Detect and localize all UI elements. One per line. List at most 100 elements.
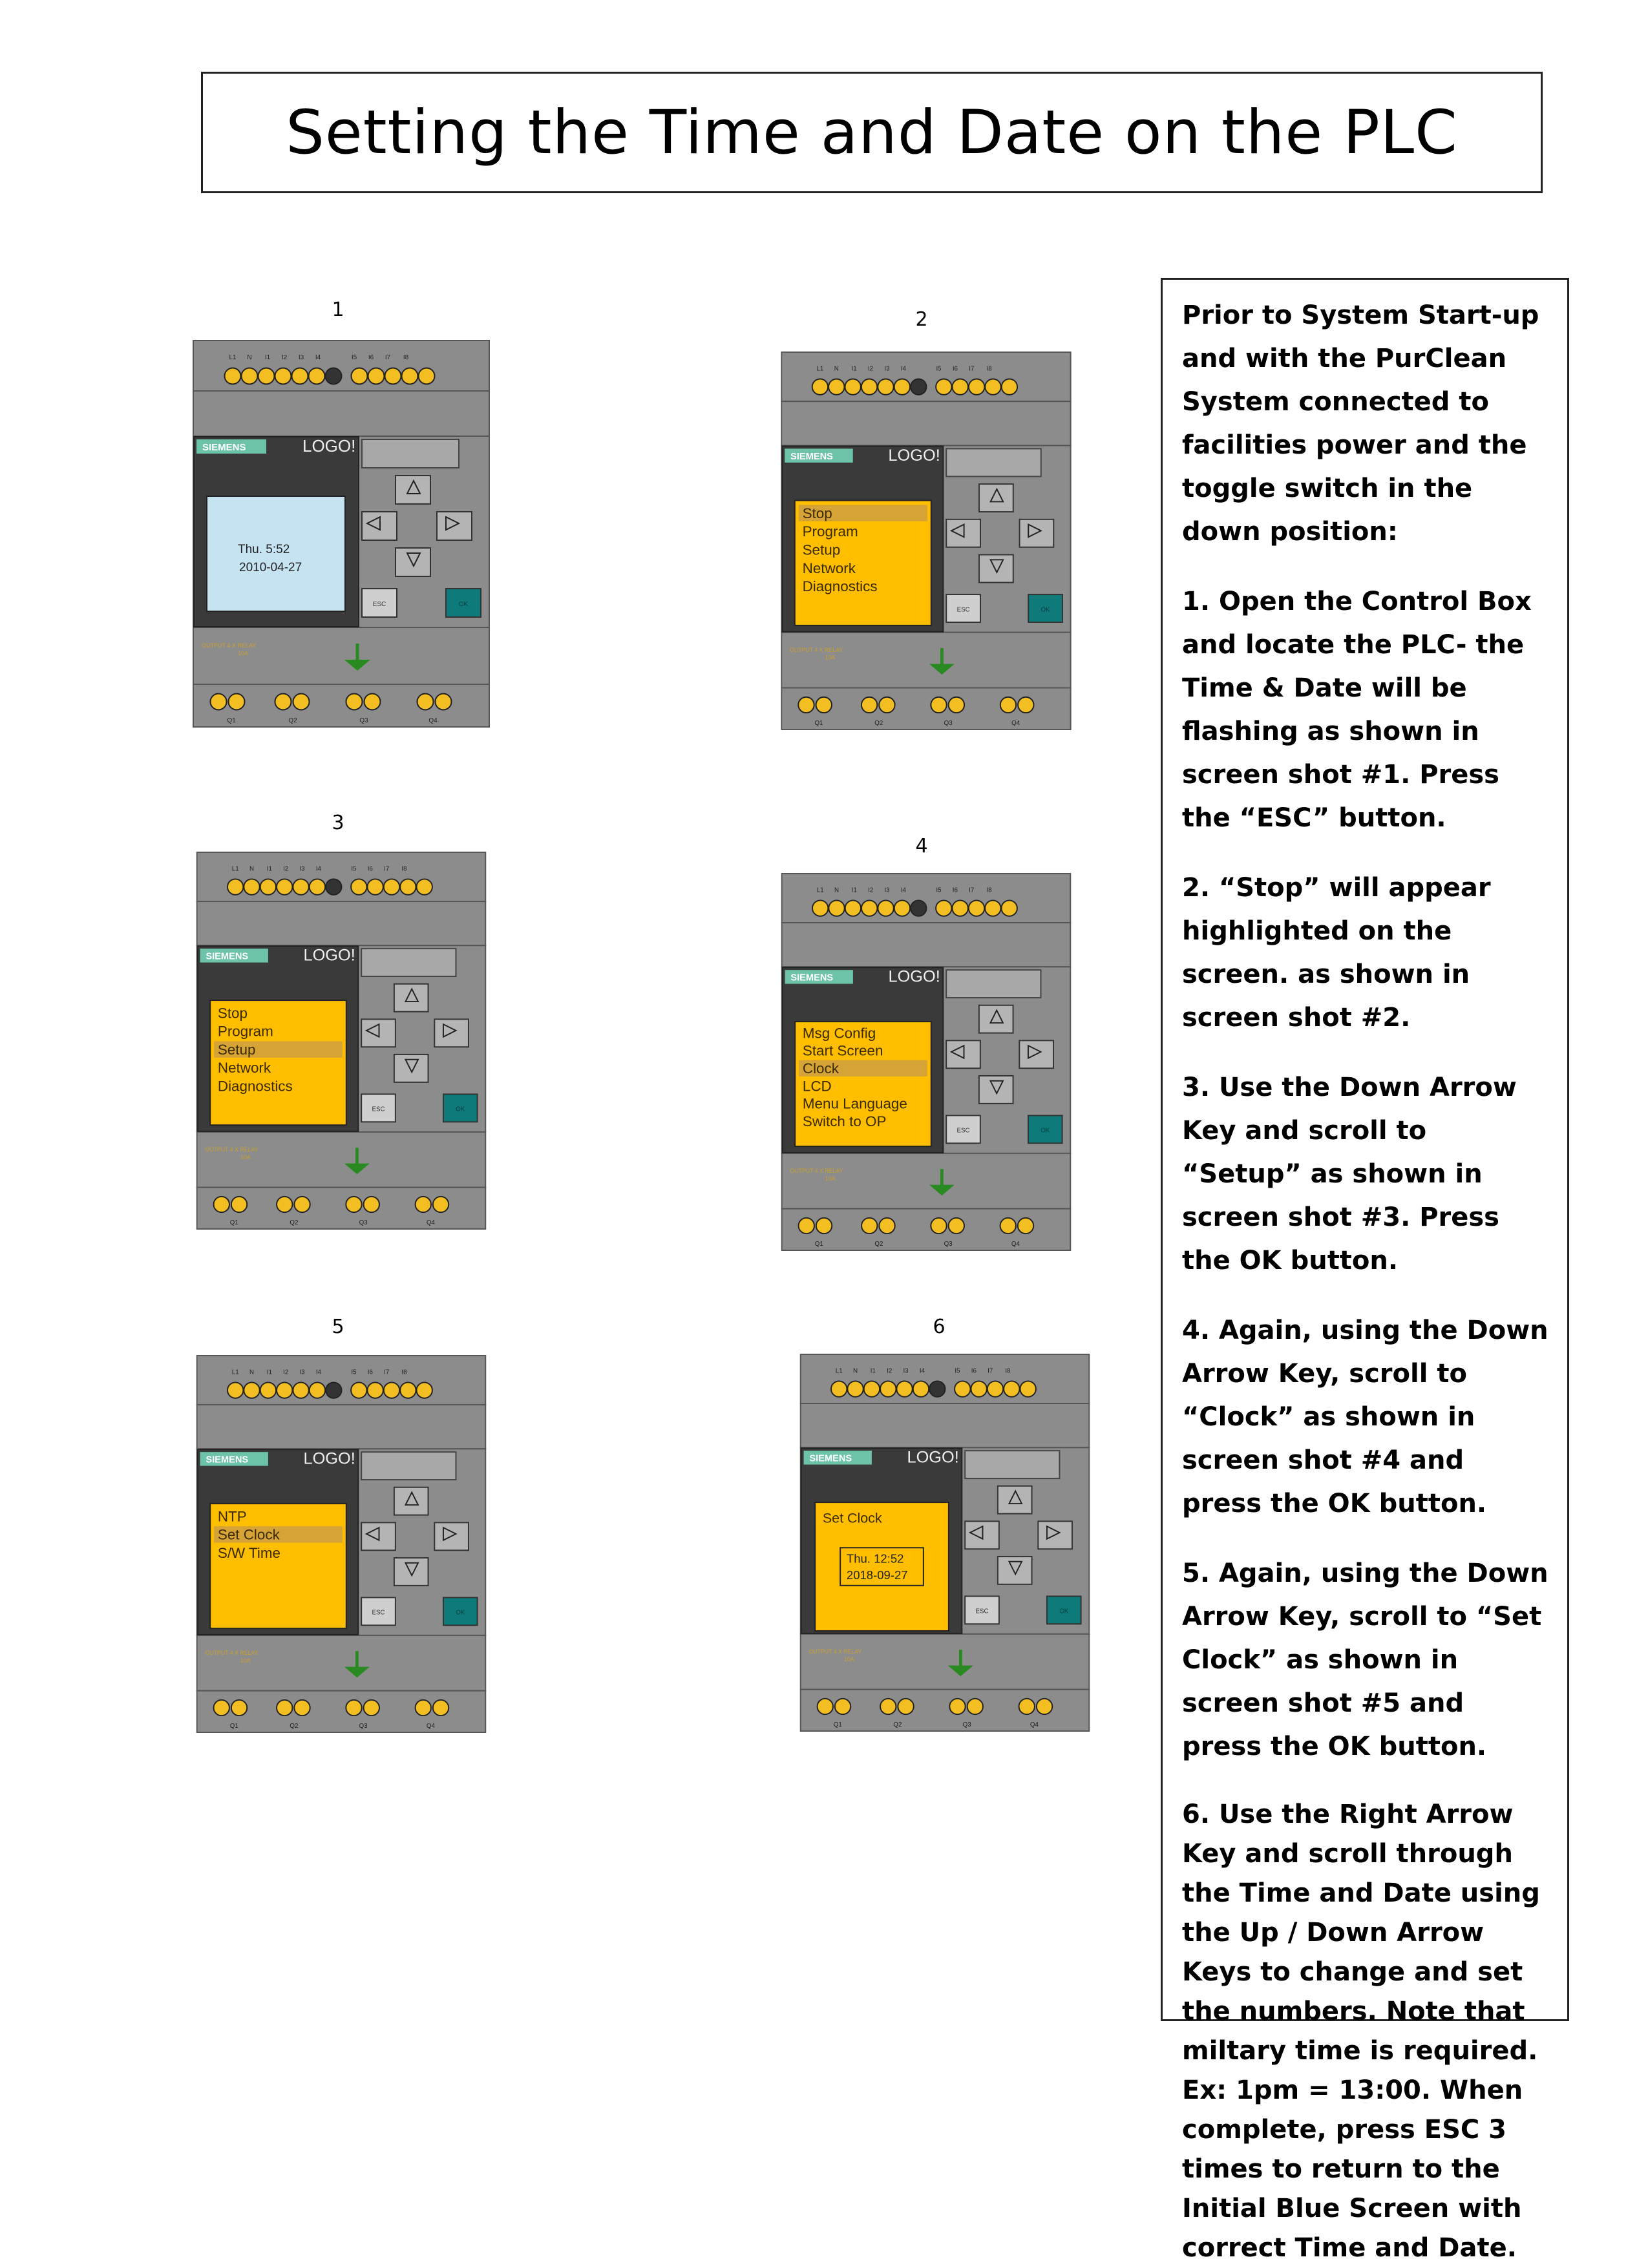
input-terminal-label: I8 <box>987 365 992 372</box>
output-relay-sublabel: 10A <box>238 650 248 656</box>
input-terminal <box>276 878 293 896</box>
input-terminal <box>844 899 862 917</box>
input-terminal <box>877 899 894 917</box>
cover-slot <box>964 1450 1061 1480</box>
esc-button <box>945 1115 981 1144</box>
ground-icon-arrow <box>344 1163 370 1175</box>
up-arrow-icon <box>404 987 419 1003</box>
down-arrow-key <box>393 1053 429 1083</box>
housing-lower-band <box>781 631 1072 689</box>
housing-lower-band <box>196 1131 487 1188</box>
output-terminal <box>432 1195 450 1213</box>
input-terminal-label: I5 <box>936 365 942 372</box>
ok-button <box>1028 594 1063 623</box>
siemens-badge <box>785 448 853 463</box>
instruction-step-4: 4. Again, using the Down Arrow Key, scro… <box>1182 1316 1548 1518</box>
page-title: Setting the Time and Date on the PLC <box>286 97 1458 168</box>
output-terminal <box>434 693 452 711</box>
ok-button <box>445 588 481 618</box>
input-terminal-strip <box>781 873 1072 923</box>
input-terminal-strip <box>196 1355 487 1405</box>
input-terminal <box>308 367 326 385</box>
output-terminal <box>363 1699 380 1717</box>
down-arrow-icon <box>404 1058 419 1074</box>
input-terminal <box>896 1380 913 1398</box>
cover-slot <box>361 1451 457 1481</box>
output-terminal <box>815 1217 833 1235</box>
ok-button-label: OK <box>456 1106 465 1113</box>
output-relay-sublabel: 10A <box>825 655 836 661</box>
input-terminal <box>259 1381 277 1399</box>
output-relay-label: OUTPUT 4 X RELAY <box>205 1650 258 1656</box>
esc-button <box>964 1595 1000 1625</box>
output-terminal <box>949 1697 966 1716</box>
input-terminal-label: N <box>247 354 251 361</box>
left-arrow-key <box>945 518 981 548</box>
input-terminal-label: L1 <box>232 1369 239 1376</box>
input-terminal-label: I5 <box>955 1367 960 1374</box>
output-terminal-label: Q4 <box>427 1723 436 1730</box>
input-terminal-label: L1 <box>816 365 823 372</box>
input-terminal-label: I4 <box>315 354 321 361</box>
up-arrow-key <box>978 1004 1014 1034</box>
input-terminal <box>240 367 259 385</box>
input-terminal-label: L1 <box>229 354 237 361</box>
output-terminal-label: Q4 <box>1030 1721 1039 1728</box>
lcd-highlight-bar <box>214 1041 343 1058</box>
screenshot-number-4: 4 <box>915 835 928 857</box>
input-terminal-label: N <box>834 365 839 372</box>
output-terminal <box>1017 1217 1035 1235</box>
input-terminal <box>243 1381 260 1399</box>
esc-button-label: ESC <box>372 1106 385 1113</box>
input-terminal-label: N <box>853 1367 858 1374</box>
up-arrow-key <box>997 1485 1033 1515</box>
screenshot-number-2: 2 <box>915 308 928 331</box>
output-relay-label: OUTPUT 4 X RELAY <box>205 1146 258 1153</box>
input-terminal-label: I6 <box>953 887 958 894</box>
right-arrow-icon <box>1028 523 1042 538</box>
output-terminal <box>363 1195 380 1213</box>
lcd-menu-item: Start Screen <box>803 1043 883 1059</box>
output-terminal-label: Q1 <box>230 1723 238 1730</box>
output-terminal <box>293 1195 311 1213</box>
input-terminal-label: I8 <box>401 865 407 872</box>
output-relay-sublabel: 10A <box>844 1656 854 1663</box>
screenshot-number-1: 1 <box>332 299 344 321</box>
lcd-clock-box <box>840 1547 924 1586</box>
output-terminal <box>798 696 815 714</box>
output-terminal <box>230 1699 248 1717</box>
output-terminal <box>816 1697 834 1716</box>
ground-icon-arrow <box>947 1665 973 1677</box>
screenshot-number-6: 6 <box>933 1316 945 1338</box>
input-terminal <box>259 878 277 896</box>
input-terminal-label: I4 <box>901 887 907 894</box>
input-terminal <box>951 899 969 917</box>
ok-button <box>442 1093 478 1123</box>
input-terminal-strip <box>799 1354 1090 1404</box>
down-arrow-icon <box>989 1080 1004 1095</box>
logo-brand: LOGO! <box>889 968 940 986</box>
cover-slot <box>945 448 1042 478</box>
output-terminal <box>878 1217 896 1235</box>
input-terminal-label: I8 <box>1005 1367 1010 1374</box>
lcd-screen <box>814 1502 949 1632</box>
output-terminal <box>1035 1697 1053 1716</box>
input-terminal <box>910 899 927 917</box>
siemens-badge <box>200 949 268 963</box>
lcd-menu-item: Diagnostics <box>218 1078 293 1095</box>
down-arrow-icon <box>404 1562 419 1577</box>
input-terminal <box>350 367 368 385</box>
instruction-step-3: 3. Use the Down Arrow Key and scroll to … <box>1182 1073 1517 1276</box>
output-terminal <box>363 693 381 711</box>
down-arrow-key <box>395 547 431 577</box>
ground-icon-arrow <box>344 1666 370 1678</box>
input-terminal <box>967 378 986 395</box>
up-arrow-key <box>393 1486 429 1516</box>
housing-upper-band <box>799 1403 1090 1449</box>
left-arrow-icon <box>364 1023 380 1038</box>
lcd-screen <box>209 1000 347 1126</box>
input-terminal <box>325 878 343 896</box>
